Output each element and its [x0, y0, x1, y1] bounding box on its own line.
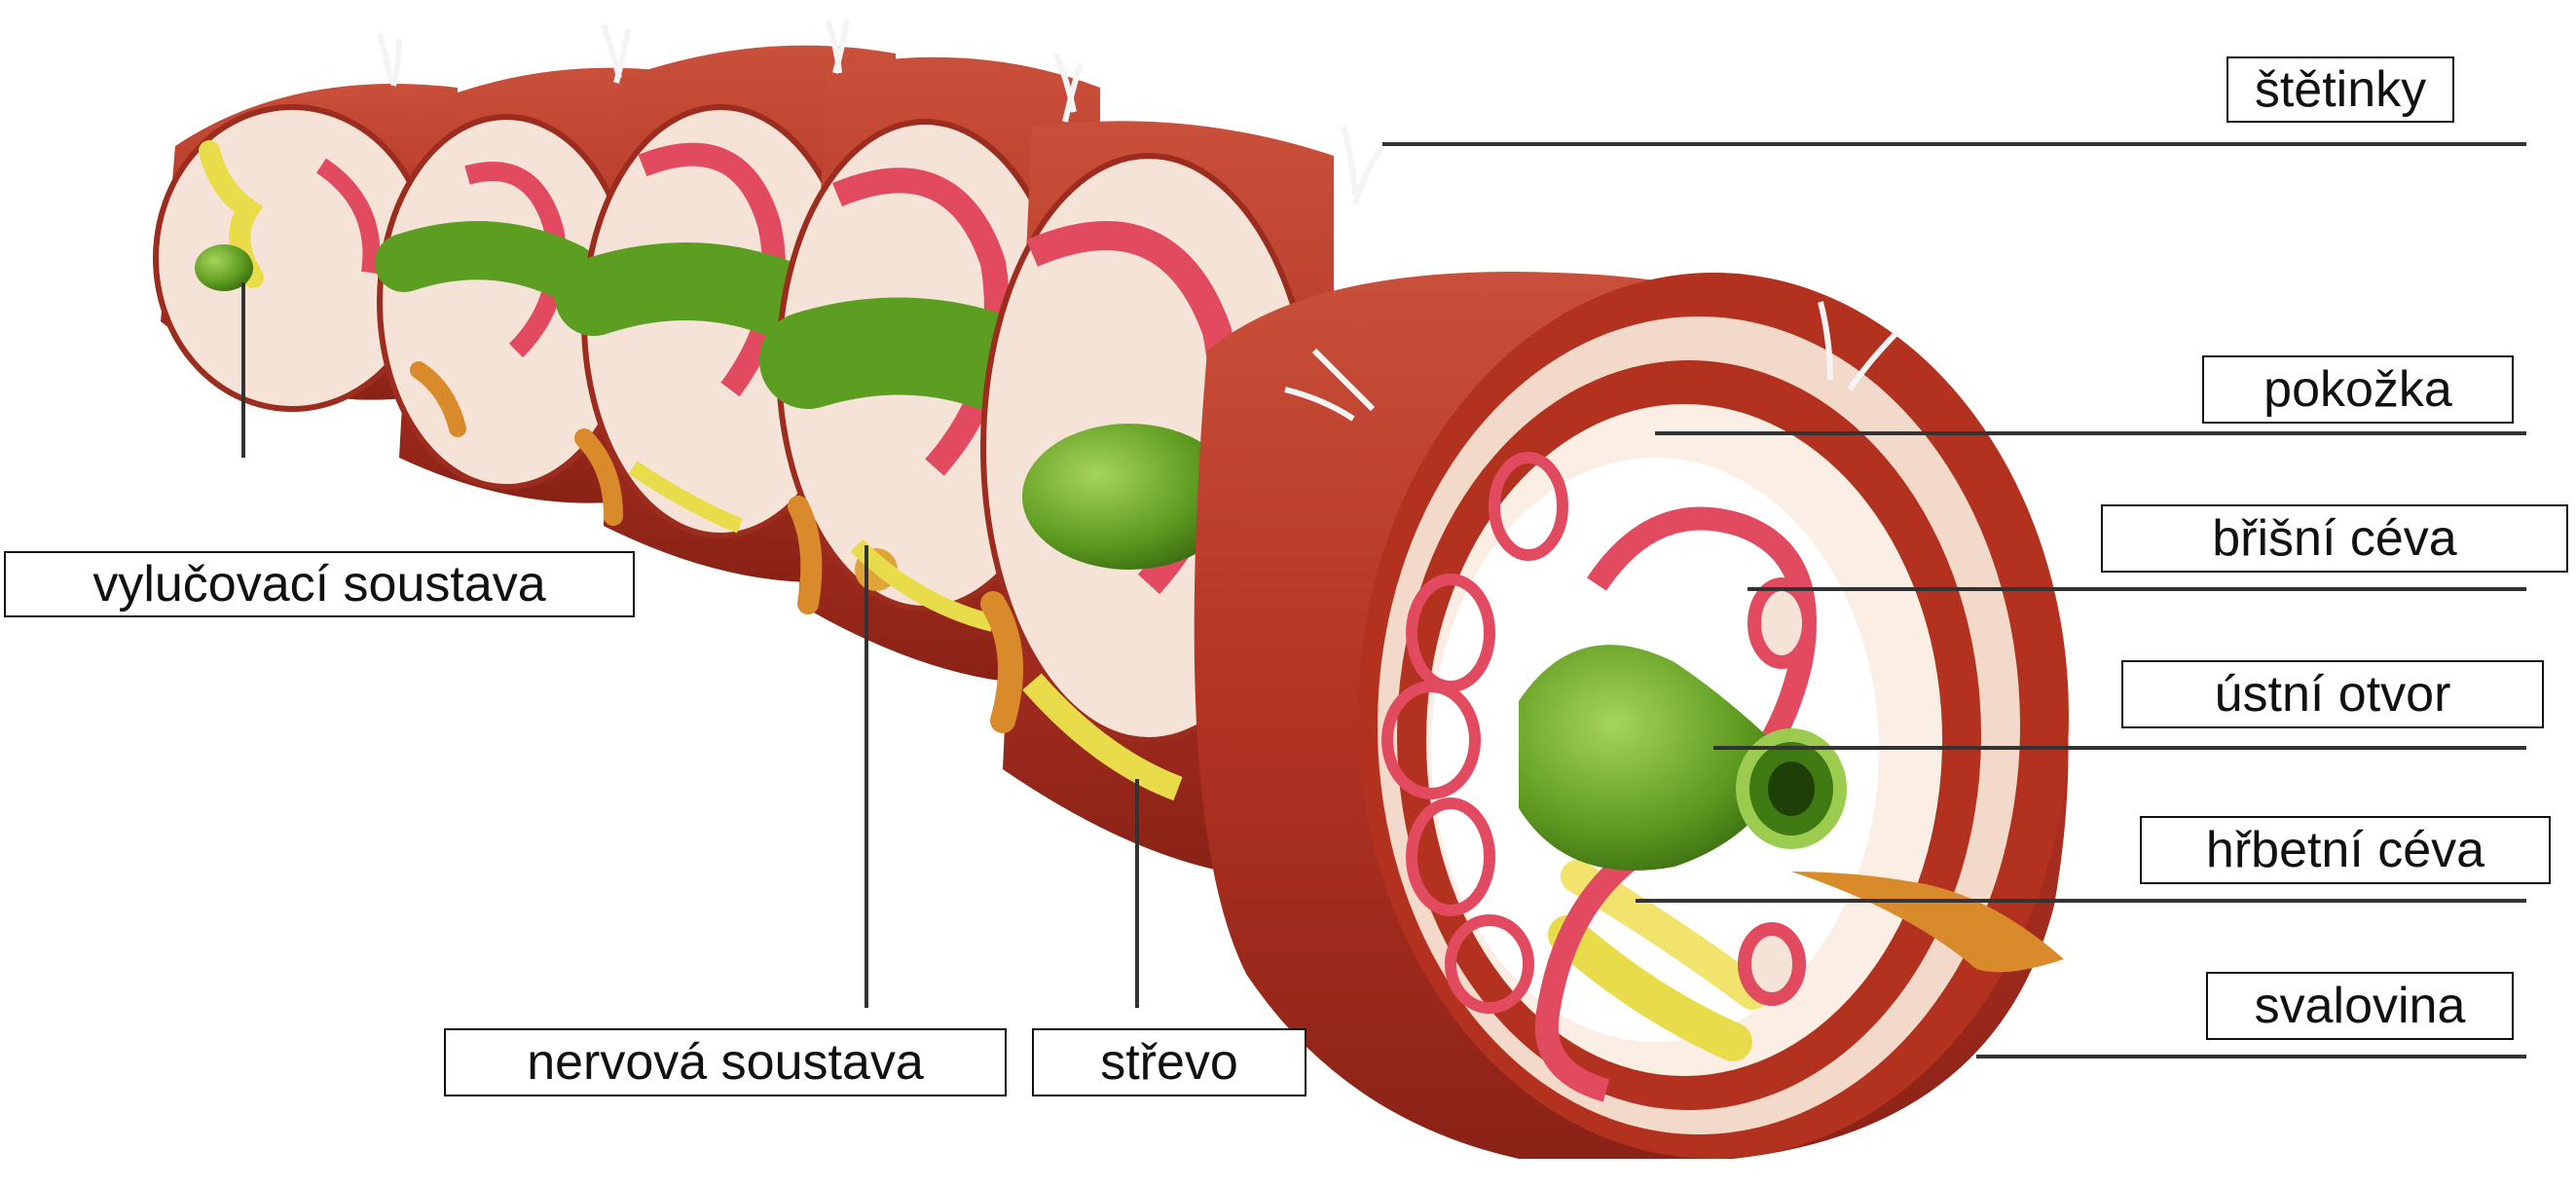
- label-svalovina: svalovina: [2206, 972, 2514, 1040]
- label-ustni-otvor: ústní otvor: [2121, 660, 2544, 728]
- label-pokozka: pokožka: [2202, 355, 2514, 424]
- label-vylucovaci-soustava: vylučovací soustava: [4, 551, 635, 617]
- label-strevo: střevo: [1032, 1028, 1306, 1096]
- label-nervova-soustava: nervová soustava: [444, 1028, 1007, 1096]
- label-hrbetni-ceva: hřbetní céva: [2140, 816, 2551, 884]
- label-setinky: štětinky: [2226, 56, 2454, 123]
- label-brisni-ceva: břišní céva: [2101, 504, 2568, 573]
